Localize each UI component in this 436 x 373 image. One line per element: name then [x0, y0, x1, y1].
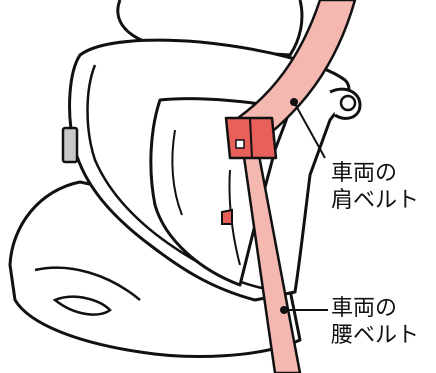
shoulder-belt-callout: 車両の 肩ベルト [331, 160, 419, 214]
side-tab [63, 128, 77, 162]
locking-clip-notch [236, 140, 244, 148]
lower-clip [222, 210, 232, 224]
shoulder-belt-leader-dot [290, 98, 298, 106]
shoulder-belt-callout-line1: 車両の [331, 160, 419, 187]
shoulder-belt-callout-line2: 肩ベルト [331, 187, 419, 214]
lap-belt-callout: 車両の 腰ベルト [331, 295, 419, 349]
belt-guide-knob [341, 96, 355, 110]
lap-belt-leader-dot [280, 306, 288, 314]
lap-belt-callout-line1: 車両の [331, 295, 419, 322]
lap-belt-callout-line2: 腰ベルト [331, 322, 419, 349]
